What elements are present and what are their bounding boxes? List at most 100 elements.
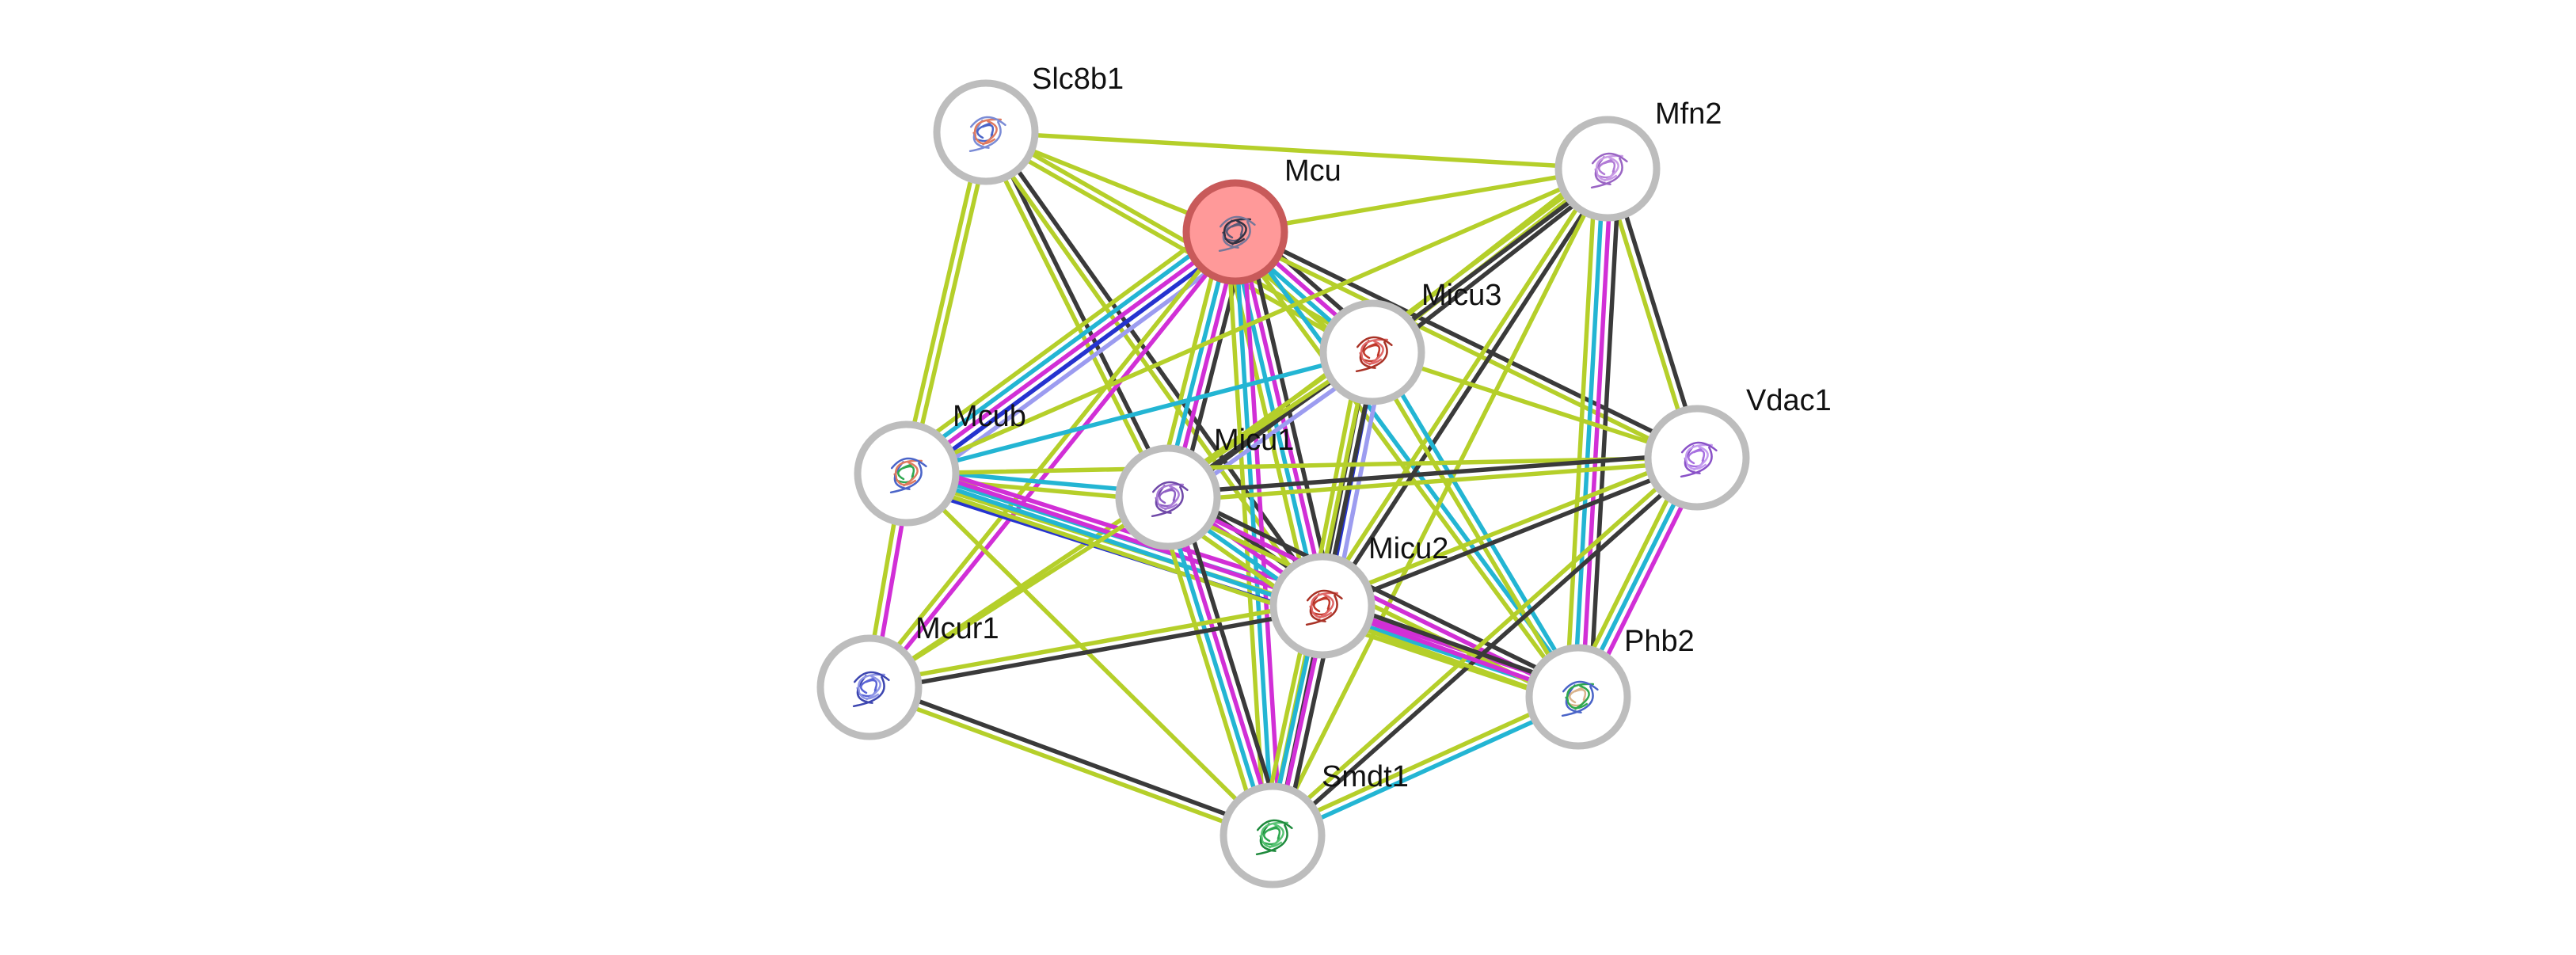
- node-micu3[interactable]: Micu3: [1319, 279, 1501, 405]
- edge-vdac1-micu2[interactable]: [1318, 451, 1701, 612]
- node-label: Vdac1: [1746, 384, 1832, 417]
- edge-phb2-smdt1[interactable]: [1269, 691, 1582, 842]
- edge-mcu-mfn2[interactable]: [1233, 166, 1610, 234]
- edge-line-textmining: [984, 130, 1610, 171]
- edge-line-coexpression: [1165, 451, 1699, 496]
- edge-line-textmining: [1269, 691, 1579, 835]
- node-circle: [1182, 179, 1288, 285]
- node-mfn2[interactable]: Mfn2: [1554, 97, 1722, 222]
- structure-stroke: [1680, 441, 1718, 454]
- node-mcur1[interactable]: Mcur1: [816, 612, 999, 740]
- edge-line-textmining: [904, 455, 1699, 476]
- edge-line-textmining: [864, 227, 1235, 687]
- structure-stroke: [903, 461, 919, 487]
- edge-vdac1-smdt1[interactable]: [1267, 452, 1703, 841]
- edge-line-textmining: [1270, 166, 1610, 838]
- edge-line-textmining: [908, 131, 992, 477]
- edge-micu1-smdt1[interactable]: [1154, 491, 1287, 842]
- edge-line-textmining: [1366, 352, 1577, 702]
- structure-stroke: [897, 463, 914, 481]
- edge-mcub-vdac1[interactable]: [904, 455, 1699, 476]
- edge-line-experiments: [1580, 166, 1614, 700]
- structure-stroke: [1313, 595, 1330, 613]
- edge-line-coexpression: [1177, 491, 1287, 835]
- node-circle: [1644, 405, 1750, 511]
- structure-stroke: [1574, 684, 1590, 710]
- node-vdac1[interactable]: Vdac1: [1644, 384, 1832, 511]
- edge-line-textmining: [1317, 164, 1607, 607]
- edge-mfn2-micu2[interactable]: [1317, 164, 1613, 611]
- node-label: Slc8b1: [1032, 63, 1124, 96]
- node-micu2[interactable]: Micu2: [1269, 532, 1448, 659]
- edge-micu1-vdac1[interactable]: [1165, 451, 1700, 504]
- edge-mcur1-smdt1[interactable]: [866, 681, 1277, 842]
- node-circle: [1319, 299, 1425, 405]
- edge-mfn2-mcub[interactable]: [904, 166, 1610, 476]
- edge-line-textmining: [866, 599, 1324, 686]
- node-mcub[interactable]: Mcub: [854, 400, 1026, 527]
- node-micu1[interactable]: Micu1: [1115, 424, 1294, 550]
- structure-stroke: [1368, 344, 1381, 356]
- edge-line-textmining: [867, 495, 1170, 690]
- node-smdt1[interactable]: Smdt1: [1220, 760, 1409, 888]
- edge-micu3-phb2[interactable]: [1366, 348, 1585, 702]
- edge-line-textmining: [1564, 166, 1598, 698]
- edge-mfn2-phb2[interactable]: [1564, 166, 1622, 700]
- structure-stroke: [1355, 341, 1388, 373]
- structure-stroke: [1163, 489, 1177, 501]
- edge-micu1-mcur1[interactable]: [867, 495, 1170, 690]
- node-label: Mcur1: [915, 612, 999, 645]
- node-circle: [1269, 553, 1376, 659]
- node-circle: [816, 634, 923, 740]
- edge-line-experiments: [904, 230, 1238, 476]
- edge-mcu-vdac1[interactable]: [1231, 226, 1701, 464]
- edge-line-coexpression: [1235, 226, 1701, 457]
- edge-micu3-vdac1[interactable]: [1370, 350, 1699, 460]
- structure-stroke: [1269, 823, 1284, 849]
- edge-micu3-mcub[interactable]: [904, 350, 1375, 476]
- node-label: Micu1: [1214, 424, 1294, 457]
- edge-mcu-mcub[interactable]: [895, 217, 1247, 489]
- node-label: Micu2: [1368, 532, 1448, 565]
- node-mcu[interactable]: Mcu: [1182, 154, 1341, 285]
- structure-stroke: [968, 120, 1002, 153]
- node-phb2[interactable]: Phb2: [1525, 625, 1695, 750]
- structure-stroke: [1603, 160, 1616, 173]
- structure-stroke: [1562, 680, 1599, 693]
- edge-mcub-smdt1[interactable]: [904, 471, 1275, 838]
- edge-micu2-mcur1[interactable]: [866, 599, 1326, 694]
- structure-stroke: [976, 122, 993, 139]
- protein-structure-icon: [1355, 336, 1393, 373]
- edge-line-database: [900, 223, 1233, 470]
- structure-stroke: [889, 462, 923, 494]
- protein-structure-icon: [1561, 680, 1599, 717]
- edge-mcu-mcur1[interactable]: [864, 227, 1241, 692]
- edge-line-database: [1272, 698, 1582, 842]
- edge-line-database: [904, 350, 1375, 476]
- edge-line-textmining: [1154, 498, 1264, 842]
- structure-stroke: [1219, 215, 1256, 228]
- edge-slc8b1-mcub[interactable]: [900, 129, 992, 477]
- structure-stroke: [890, 457, 927, 470]
- structure-stroke: [1231, 223, 1244, 236]
- node-label: Micu3: [1421, 279, 1501, 312]
- edge-mfn2-smdt1[interactable]: [1270, 166, 1610, 838]
- protein-structure-icon: [1680, 441, 1718, 478]
- node-label: Phb2: [1624, 625, 1695, 658]
- structure-stroke: [1604, 156, 1619, 182]
- edge-line-database: [1162, 496, 1271, 839]
- node-circle: [1554, 116, 1661, 222]
- edge-slc8b1-micu1[interactable]: [980, 128, 1174, 501]
- edge-line-textmining: [904, 166, 1610, 476]
- structure-stroke: [1318, 597, 1331, 610]
- node-slc8b1[interactable]: Slc8b1: [933, 63, 1124, 185]
- edge-line-database: [1572, 166, 1606, 699]
- edge-slc8b1-mfn2[interactable]: [984, 130, 1610, 171]
- structure-stroke: [1692, 449, 1706, 462]
- structure-stroke: [1151, 485, 1184, 518]
- node-label: Smdt1: [1322, 760, 1409, 793]
- structure-stroke: [866, 675, 881, 701]
- edge-line-textmining: [1267, 452, 1697, 835]
